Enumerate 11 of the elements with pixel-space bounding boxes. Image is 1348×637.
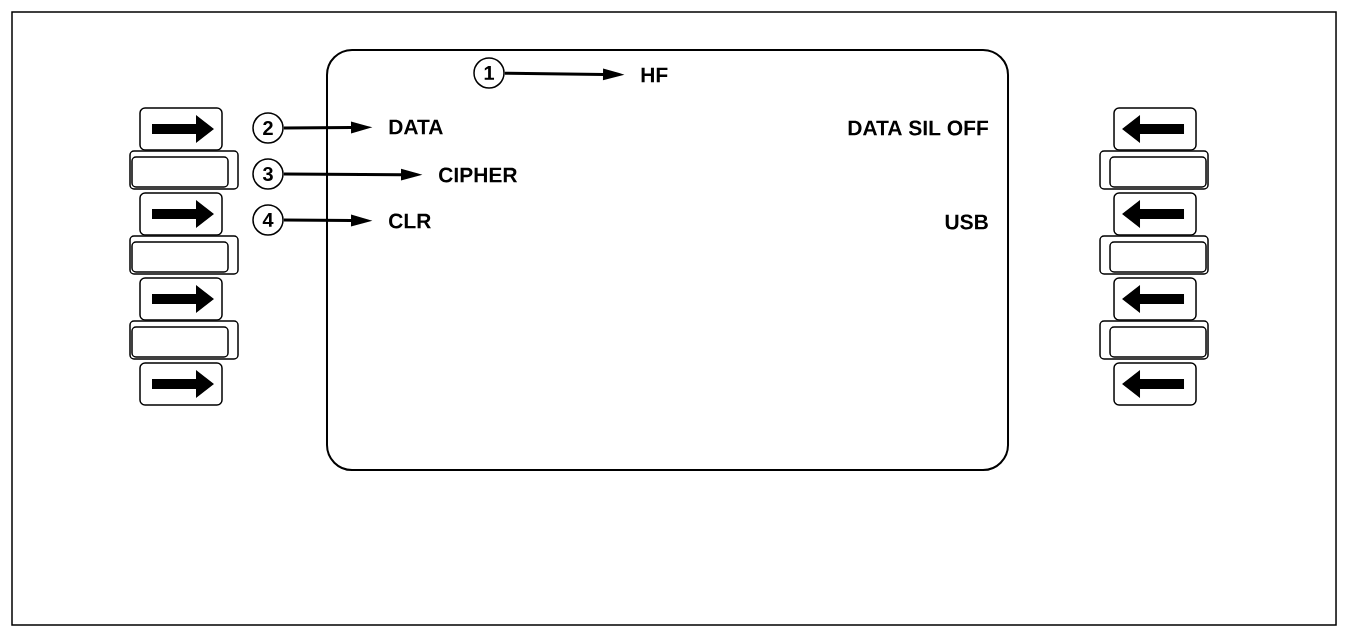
callout-number: 1: [473, 57, 505, 89]
callout-number: 3: [252, 158, 284, 190]
display-screen: [326, 49, 1009, 471]
display-text: USB: [945, 214, 988, 230]
display-text: DATA: [389, 119, 443, 135]
display-text: CLR: [389, 213, 431, 229]
callout-number: 2: [252, 112, 284, 144]
display-text: HF: [641, 67, 668, 83]
display-text: CIPHER: [439, 167, 518, 183]
display-text: DATA SIL OFF: [848, 120, 989, 136]
callout-number: 4: [252, 204, 284, 236]
